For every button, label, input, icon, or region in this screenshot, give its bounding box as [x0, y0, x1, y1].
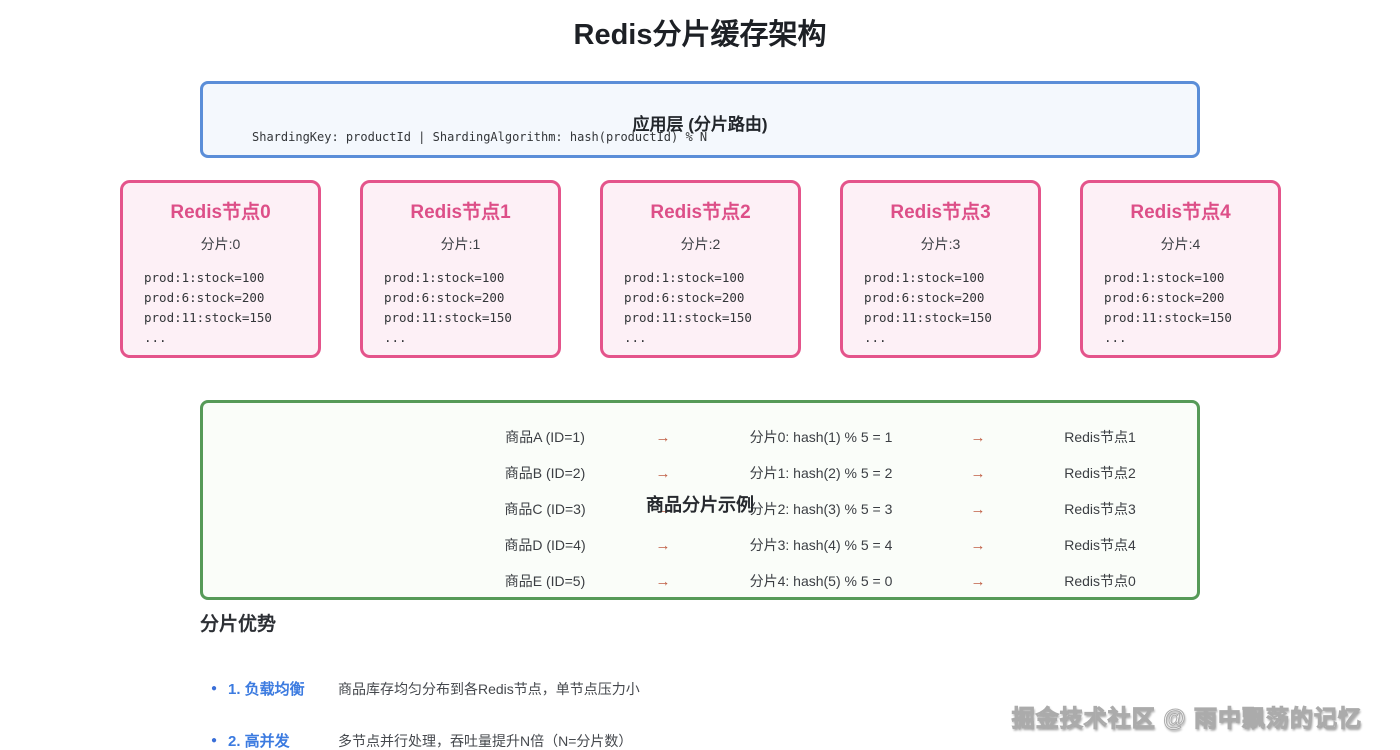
app-layer-label: 应用层 (分片路由): [632, 115, 768, 134]
stock-line: prod:6:stock=200: [384, 290, 505, 305]
arrow-icon: →: [655, 572, 671, 590]
stock-line: prod:11:stock=150: [1104, 310, 1232, 325]
example-row: 商品C (ID=3) → 分片2: hash(3) % 5 = 3 → Redi…: [203, 491, 1197, 527]
shard-calc-cell: 分片4: hash(5) % 5 = 0: [749, 573, 893, 589]
node-stock-lines: prod:1:stock=100 prod:6:stock=200 prod:1…: [864, 268, 1038, 348]
sharding-config-code: ShardingKey: productId | ShardingAlgorit…: [252, 130, 708, 144]
stock-line: ...: [384, 330, 407, 345]
advantage-item-load-balance: ● 1. 负载均衡 商品库存均匀分布到各Redis节点，单节点压力小: [211, 678, 640, 699]
stock-line: prod:6:stock=200: [624, 290, 745, 305]
advantage-desc: 商品库存均匀分布到各Redis节点，单节点压力小: [338, 681, 640, 697]
node-title: Redis节点1: [410, 202, 511, 223]
bullet-dot-icon: ●: [211, 683, 218, 694]
product-cell: 商品A (ID=1): [505, 429, 585, 445]
node-shard-label: 分片:3: [920, 236, 961, 252]
node-title: Redis节点0: [170, 202, 271, 223]
stock-line: prod:1:stock=100: [864, 270, 985, 285]
stock-line: prod:1:stock=100: [624, 270, 745, 285]
product-cell: 商品D (ID=4): [504, 537, 586, 553]
stock-line: ...: [864, 330, 887, 345]
stock-line: prod:11:stock=150: [624, 310, 752, 325]
arrow-icon: →: [655, 500, 671, 518]
stock-line: prod:6:stock=200: [144, 290, 265, 305]
redis-node-card-1: Redis节点1 分片:1 prod:1:stock=100 prod:6:st…: [360, 180, 561, 358]
redis-node-card-2: Redis节点2 分片:2 prod:1:stock=100 prod:6:st…: [600, 180, 801, 358]
stock-line: prod:6:stock=200: [864, 290, 985, 305]
example-row: 商品A (ID=1) → 分片0: hash(1) % 5 = 1 → Redi…: [203, 419, 1197, 455]
node-stock-lines: prod:1:stock=100 prod:6:stock=200 prod:1…: [144, 268, 318, 348]
node-stock-lines: prod:1:stock=100 prod:6:stock=200 prod:1…: [384, 268, 558, 348]
app-layer-box: 应用层 (分片路由) ShardingKey: productId | Shar…: [200, 81, 1200, 158]
node-cell: Redis节点4: [1064, 537, 1136, 553]
stock-line: prod:11:stock=150: [864, 310, 992, 325]
advantage-label: 2. 高并发: [228, 733, 290, 750]
sharding-example-box: 商品A (ID=1) → 分片0: hash(1) % 5 = 1 → Redi…: [200, 400, 1200, 600]
stock-line: prod:11:stock=150: [144, 310, 272, 325]
node-title: Redis节点4: [1130, 202, 1231, 223]
bullet-dot-icon: ●: [211, 735, 218, 746]
shard-calc-cell: 分片0: hash(1) % 5 = 1: [749, 429, 893, 445]
redis-node-card-0: Redis节点0 分片:0 prod:1:stock=100 prod:6:st…: [120, 180, 321, 358]
node-title: Redis节点3: [890, 202, 991, 223]
shard-calc-cell: 分片1: hash(2) % 5 = 2: [749, 465, 893, 481]
node-title: Redis节点2: [650, 202, 751, 223]
shard-calc-cell: 分片2: hash(3) % 5 = 3: [749, 501, 893, 517]
stock-line: prod:1:stock=100: [144, 270, 265, 285]
node-cell: Redis节点2: [1064, 465, 1136, 481]
node-stock-lines: prod:1:stock=100 prod:6:stock=200 prod:1…: [1104, 268, 1278, 348]
arrow-icon: →: [970, 428, 986, 446]
stock-line: ...: [1104, 330, 1127, 345]
arrow-icon: →: [655, 536, 671, 554]
arrow-icon: →: [970, 464, 986, 482]
page-title: Redis分片缓存架构: [573, 19, 827, 51]
node-shard-label: 分片:4: [1160, 236, 1201, 252]
node-cell: Redis节点3: [1064, 501, 1136, 517]
stock-line: prod:1:stock=100: [1104, 270, 1225, 285]
stock-line: prod:11:stock=150: [384, 310, 512, 325]
redis-nodes-row: Redis节点0 分片:0 prod:1:stock=100 prod:6:st…: [120, 180, 1281, 358]
node-shard-label: 分片:1: [440, 236, 481, 252]
advantage-item-high-concurrency: ● 2. 高并发 多节点并行处理，吞吐量提升N倍（N=分片数）: [211, 730, 632, 750]
stock-line: ...: [624, 330, 647, 345]
arrow-icon: →: [970, 500, 986, 518]
node-cell: Redis节点0: [1064, 573, 1136, 589]
redis-node-card-4: Redis节点4 分片:4 prod:1:stock=100 prod:6:st…: [1080, 180, 1281, 358]
node-shard-label: 分片:2: [680, 236, 721, 252]
watermark: 掘金技术社区 @ 雨中飘荡的记忆: [1011, 705, 1362, 732]
example-row: 商品B (ID=2) → 分片1: hash(2) % 5 = 2 → Redi…: [203, 455, 1197, 491]
stock-line: ...: [144, 330, 167, 345]
stock-line: prod:6:stock=200: [1104, 290, 1225, 305]
shard-calc-cell: 分片3: hash(4) % 5 = 4: [749, 537, 893, 553]
product-cell: 商品B (ID=2): [504, 465, 586, 481]
advantage-label: 1. 负载均衡: [228, 681, 305, 698]
example-row: 商品D (ID=4) → 分片3: hash(4) % 5 = 4 → Redi…: [203, 527, 1197, 563]
sharding-example-rows: 商品A (ID=1) → 分片0: hash(1) % 5 = 1 → Redi…: [203, 403, 1197, 599]
arrow-icon: →: [970, 572, 986, 590]
advantage-desc: 多节点并行处理，吞吐量提升N倍（N=分片数）: [338, 733, 633, 749]
node-shard-label: 分片:0: [200, 236, 241, 252]
product-cell: 商品E (ID=5): [504, 573, 586, 589]
advantages-heading: 分片优势: [200, 614, 277, 635]
stock-line: prod:1:stock=100: [384, 270, 505, 285]
node-cell: Redis节点1: [1064, 429, 1136, 445]
arrow-icon: →: [655, 428, 671, 446]
product-cell: 商品C (ID=3): [504, 501, 586, 517]
arrow-icon: →: [970, 536, 986, 554]
example-row: 商品E (ID=5) → 分片4: hash(5) % 5 = 0 → Redi…: [203, 563, 1197, 599]
node-stock-lines: prod:1:stock=100 prod:6:stock=200 prod:1…: [624, 268, 798, 348]
redis-node-card-3: Redis节点3 分片:3 prod:1:stock=100 prod:6:st…: [840, 180, 1041, 358]
arrow-icon: →: [655, 464, 671, 482]
